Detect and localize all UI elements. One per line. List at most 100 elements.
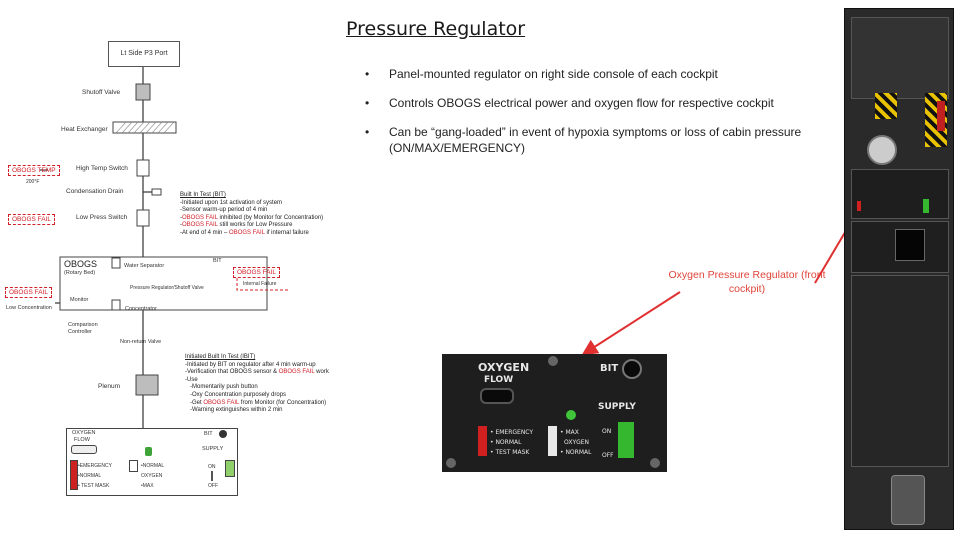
obogs-label: OBOGS [64, 259, 98, 269]
normal-max-lever[interactable] [129, 460, 138, 472]
bullet-item: Panel-mounted regulator on right side co… [365, 66, 805, 82]
console-oxygen-panel [851, 169, 949, 219]
schematic-max-label: •MAX [141, 483, 154, 489]
photo-green-light [566, 410, 576, 420]
bullet-list: Panel-mounted regulator on right side co… [365, 66, 805, 169]
photo-supply-switch[interactable] [618, 422, 634, 458]
schematic-bit-label: BIT [204, 431, 213, 437]
console-red-handle[interactable] [937, 101, 945, 131]
obogs-temp-warning: OBOGS TEMP [8, 165, 60, 176]
bit-note-line: -OBOGS FAIL still works for Low Pressure [180, 222, 293, 229]
bullet-item: Controls OBOGS electrical power and oxyg… [365, 95, 805, 111]
page-title: Pressure Regulator [346, 18, 526, 40]
ibit-note: Initiated Built In Test (IBIT) -Initiate… [185, 354, 329, 415]
ibit-note-line: -Oxy Concentration purposely drops [185, 391, 287, 398]
console-display [895, 229, 925, 261]
bit-note-line: -At end of 4 min – OBOGS FAIL if interna… [180, 229, 309, 236]
hazard-stripes-left [875, 93, 897, 119]
ibit-note-line: -Initiated by BIT on regulator after 4 m… [185, 361, 316, 368]
console-lower-panel [851, 275, 949, 467]
photo-on-label: ON [602, 428, 612, 435]
screw-icon [650, 458, 660, 468]
port-box: Lt Side P3 Port [108, 41, 180, 67]
condensation-drain-label: Condensation Drain [66, 188, 124, 195]
schematic-oxygen2-label: OXYGEN [141, 473, 163, 479]
schematic-normal-label: •NORMAL [78, 473, 102, 479]
ibit-note-line: -Momentarily push button [185, 384, 258, 391]
photo-max-lever[interactable] [548, 426, 557, 456]
schematic-off-label: OFF [208, 483, 218, 489]
plenum-label: Plenum [98, 383, 121, 390]
schematic-supply-label: SUPPLY [202, 446, 224, 452]
arrow-to-photo [581, 291, 681, 356]
ibit-note-line: -Verification that OBOGS sensor & OBOGS … [185, 369, 329, 376]
bit-note-line: -OBOGS FAIL inhibited (by Monitor for Co… [180, 214, 324, 221]
obogs-fail-warning: OBOGS FAIL [5, 287, 53, 298]
ibit-note-line: -Warning extinguishes within 2 min [185, 407, 283, 414]
updown-arrow-icon [211, 471, 213, 481]
bit-label: BIT [213, 258, 222, 264]
callout-label: Oxygen Pressure Regulator (front cockpit… [668, 269, 826, 295]
high-temp-switch-label: High Temp Switch [76, 165, 128, 172]
console-knob[interactable] [867, 135, 897, 165]
schematic-test-mask-label: • TEST MASK [78, 483, 110, 489]
bit-note-heading: Built In Test (BIT) [180, 192, 226, 198]
flow-indicator [71, 445, 97, 454]
console-supply-switch[interactable] [923, 199, 929, 213]
flow-diagram-lines [40, 66, 290, 428]
low-press-switch-label: Low Press Switch [76, 214, 128, 221]
non-return-valve-label: Non-return Valve [120, 339, 162, 345]
photo-bit-label: BIT [600, 363, 619, 374]
temp-value: 200°F [26, 179, 40, 185]
concentrator-label: Concentrator [125, 306, 157, 312]
bit-note: Built In Test (BIT) -Initiated upon 1st … [180, 192, 323, 238]
photo-supply-label: SUPPLY [598, 402, 636, 412]
bit-button[interactable] [219, 430, 227, 438]
shutoff-valve-label: Shutoff Valve [82, 89, 121, 96]
low-concentration-label: Low Concentration [6, 305, 52, 311]
schematic-on-label: ON [208, 464, 216, 470]
photo-emergency-label: • EMERGENCY [490, 429, 534, 436]
schematic-normal2-label: •NORMAL [141, 463, 165, 469]
green-indicator-light [145, 447, 152, 456]
supply-switch[interactable] [225, 460, 235, 477]
regulator-schematic-panel: OXYGEN FLOW BIT SUPPLY •EMERGENCY •NORMA… [66, 428, 238, 496]
bit-note-line: -Initiated upon 1st activation of system [180, 199, 283, 206]
oxygen-regulator-photo: OXYGEN FLOW BIT SUPPLY • EMERGENCY • NOR… [442, 354, 667, 472]
screw-icon [446, 458, 456, 468]
obogs-sub-label: (Rotary Bed) [64, 270, 96, 276]
console-handle[interactable] [891, 475, 925, 525]
schematic-oxygen-label: OXYGEN [72, 430, 96, 436]
bit-note-line: -Sensor warm-up period of 4 min [180, 207, 268, 214]
photo-max-label: • MAX [560, 429, 579, 436]
photo-test-mask-label: • TEST MASK [490, 449, 530, 456]
schematic-emergency-label: •EMERGENCY [78, 463, 112, 469]
ibit-note-heading: Initiated Built In Test (IBIT) [185, 354, 256, 360]
photo-flow-label: FLOW [484, 375, 514, 385]
console-emergency-lever[interactable] [857, 201, 861, 211]
photo-oxygen2-label: OXYGEN [564, 439, 590, 446]
photo-normal-label: • NORMAL [490, 439, 522, 446]
photo-oxygen-label: OXYGEN [478, 361, 530, 374]
emergency-lever[interactable] [70, 460, 78, 490]
screw-icon [548, 356, 558, 366]
obogs-fail-warning: OBOGS FAIL [233, 267, 281, 278]
monitor-label: Monitor [70, 297, 89, 303]
ibit-note-line: -Get OBOGS FAIL from Monitor (for Concen… [185, 399, 327, 406]
callout-arrows [581, 203, 863, 356]
schematic-flow-label: FLOW [74, 437, 90, 443]
photo-off-label: OFF [602, 452, 614, 459]
photo-normal2-label: • NORMAL [560, 449, 592, 456]
pressure-regulator-label: Pressure Regulator/Shutoff Valve [130, 285, 204, 291]
heat-exchanger-label: Heat Exchanger [61, 126, 108, 133]
water-separator-label: Water Separator [124, 263, 165, 269]
comparison-controller-label: Comparison Controller [68, 322, 98, 335]
photo-bit-button[interactable] [622, 359, 642, 379]
console-upper-panel [851, 17, 949, 99]
ibit-note-line: -Use [185, 376, 198, 383]
bullet-item: Can be “gang-loaded” in event of hypoxia… [365, 124, 805, 156]
cockpit-console-photo [844, 8, 954, 530]
photo-emergency-lever[interactable] [478, 426, 487, 456]
internal-failure-label: Internal Failure [243, 281, 277, 287]
obogs-fail-warning: OBOGS FAIL [8, 214, 56, 225]
